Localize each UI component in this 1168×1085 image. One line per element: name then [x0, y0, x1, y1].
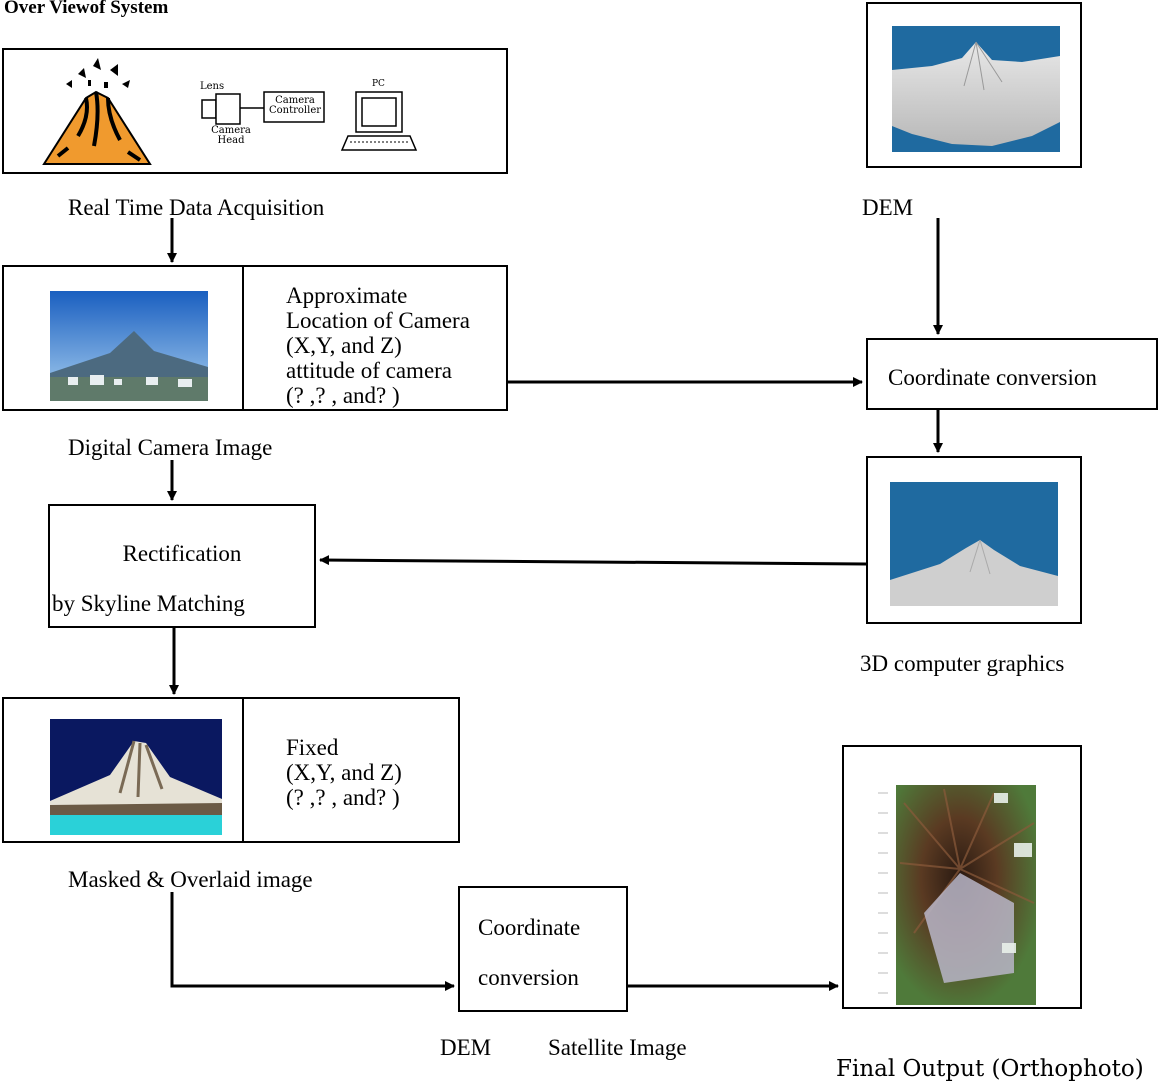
- camera-text-block: Approximate Location of Camera (X,Y, and…: [286, 283, 470, 408]
- coordinate-conversion-2-line-2: conversion: [478, 965, 579, 990]
- rectification-line-2: by Skyline Matching: [52, 591, 245, 616]
- pc-label: PC: [372, 79, 385, 89]
- masked-text-block: Fixed (X,Y, and Z) (? ,? , and? ): [286, 735, 402, 810]
- pc-icon: [340, 91, 418, 151]
- masked-text-line: Fixed: [286, 735, 339, 760]
- camera-text-line: attitude of camera: [286, 358, 453, 383]
- acquisition-label: Real Time Data Acquisition: [68, 195, 325, 220]
- graphics-3d-label: 3D computer graphics: [860, 651, 1065, 676]
- acquisition-box: Lens Camera Controller Camera Head PC: [2, 48, 508, 174]
- camera-text-line: (? ,? , and? ): [286, 383, 400, 408]
- dem-top-label: DEM: [862, 195, 914, 220]
- masked-image-box: Fixed (X,Y, and Z) (? ,? , and? ): [2, 697, 460, 843]
- masked-volcano-image: [50, 719, 222, 835]
- final-output-box: [842, 745, 1082, 1009]
- camera-box-divider: [242, 267, 244, 409]
- bottom-dem-label: DEM: [440, 1035, 492, 1060]
- dem-box: [866, 2, 1082, 168]
- camera-head-label: Camera Head: [211, 125, 251, 146]
- camera-text-line: Location of Camera: [286, 308, 470, 333]
- camera-icon: [201, 91, 325, 125]
- arrow-masked-to-conversion: [170, 892, 455, 991]
- camera-text-line: (X,Y, and Z): [286, 333, 402, 358]
- masked-text-line: (X,Y, and Z): [286, 760, 402, 785]
- satellite-image-label: Satellite Image: [548, 1035, 687, 1060]
- lens-label: Lens: [200, 81, 225, 92]
- coordinate-conversion-1-label: Coordinate conversion: [888, 365, 1097, 390]
- camera-image-label: Digital Camera Image: [68, 435, 273, 460]
- masked-box-divider: [242, 699, 244, 841]
- arrow-3d-to-rectification: [319, 555, 867, 566]
- final-output-label: Final Output (Orthophoto): [836, 1056, 1144, 1082]
- volcano-photo: [50, 291, 208, 401]
- volcano-icon: [42, 58, 152, 165]
- rectification-line-1: Rectification: [122, 541, 242, 566]
- rectification-box: Rectification by Skyline Matching: [48, 504, 316, 628]
- graphics-3d-image: [890, 482, 1058, 606]
- camera-controller-label: Camera Controller: [268, 95, 322, 116]
- dem-terrain-image: [892, 26, 1060, 152]
- coordinate-conversion-2-line-1: Coordinate: [478, 915, 581, 940]
- masked-image-label: Masked & Overlaid image: [68, 867, 313, 892]
- coordinate-conversion-box-1: Coordinate conversion: [866, 338, 1158, 410]
- orthophoto-image: [878, 785, 1036, 1005]
- camera-image-box: Approximate Location of Camera (X,Y, and…: [2, 265, 508, 411]
- diagram-title: Over Viewof System: [4, 0, 169, 18]
- coordinate-conversion-box-2: Coordinate conversion: [458, 886, 628, 1012]
- masked-text-line: (? ,? , and? ): [286, 785, 400, 810]
- camera-text-line: Approximate: [286, 283, 408, 308]
- graphics-3d-box: [866, 456, 1082, 624]
